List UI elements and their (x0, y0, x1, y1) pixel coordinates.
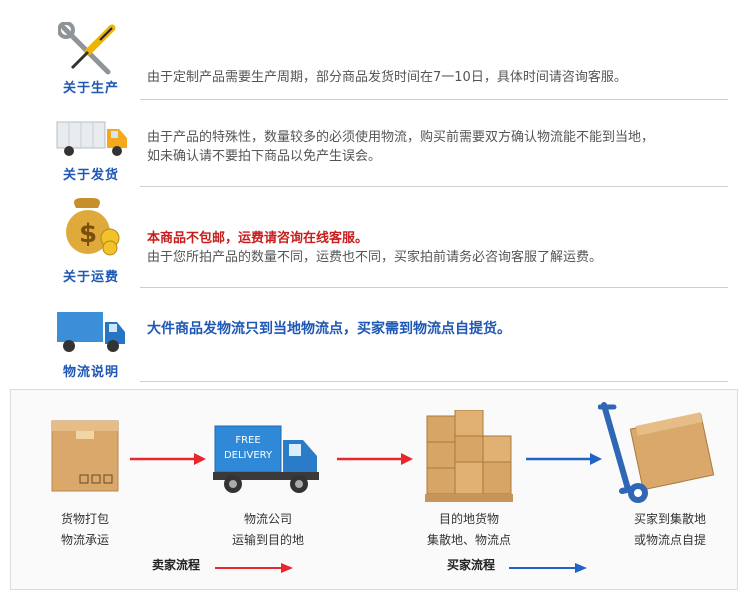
step-3-line2: 集散地、物流点 (426, 533, 511, 547)
step-2-line2: 运输到目的地 (231, 533, 304, 547)
step-4-line2: 或物流点自提 (633, 533, 706, 547)
shipping-text-line2: 如未确认请不要拍下商品以免产生误会。 (147, 149, 382, 164)
legend-buyer-arrow (509, 559, 587, 578)
box-icon (50, 417, 122, 499)
step-1-line1: 货物打包 (60, 512, 109, 526)
tools-icon (57, 21, 120, 82)
logistics-title: 物流说明 (63, 365, 120, 380)
arrow-blue-1 (526, 451, 602, 470)
money-bag-icon: $ (60, 194, 122, 260)
divider (140, 381, 728, 382)
truck-text-delivery: DELIVERY (224, 450, 273, 461)
hand-truck-icon (597, 401, 722, 511)
svg-text:$: $ (79, 219, 97, 249)
pallet-boxes-icon (425, 409, 517, 508)
step-4-line1: 买家到集散地 (633, 512, 706, 526)
blue-truck-icon (55, 310, 129, 358)
legend-seller-label: 卖家流程 (152, 558, 201, 572)
legend-seller-arrow (215, 559, 293, 578)
production-title: 关于生产 (63, 81, 120, 96)
free-delivery-truck-icon: FREE DELIVERY (213, 422, 323, 502)
divider (140, 186, 728, 187)
arrow-red-1 (130, 451, 206, 470)
step-4-label: 买家到集散地 或物流点自提 (595, 509, 745, 551)
arrow-red-2 (337, 451, 413, 470)
divider (140, 287, 728, 288)
shipping-text-line1: 由于产品的特殊性，数量较多的必须使用物流，购买前需要双方确认物流能不能到当地， (147, 130, 655, 145)
shipping-title: 关于发货 (63, 168, 120, 183)
production-text: 由于定制产品需要生产周期，部分商品发货时间在7一10日，具体时间请咨询客服。 (147, 70, 627, 85)
logistics-highlight: 大件商品发物流只到当地物流点，买家需到物流点自提货。 (147, 321, 511, 337)
step-2-line1: 物流公司 (243, 512, 292, 526)
divider (140, 99, 728, 100)
legend-buyer-label: 买家流程 (447, 558, 496, 572)
fee-text: 由于您所拍产品的数量不同，运费也不同，买家拍前请务必咨询客服了解运费。 (147, 250, 603, 265)
step-1-line2: 物流承运 (60, 533, 109, 547)
step-1-label: 货物打包 物流承运 (10, 509, 160, 551)
step-3-label: 目的地货物 集散地、物流点 (394, 509, 544, 551)
flow-panel (10, 389, 738, 590)
delivery-truck-icon (55, 120, 131, 162)
truck-text-free: FREE (235, 435, 260, 446)
fee-highlight: 本商品不包邮，运费请咨询在线客服。 (147, 231, 369, 246)
fee-title: 关于运费 (63, 270, 120, 285)
step-2-label: 物流公司 运输到目的地 (193, 509, 343, 551)
step-3-line1: 目的地货物 (438, 512, 499, 526)
